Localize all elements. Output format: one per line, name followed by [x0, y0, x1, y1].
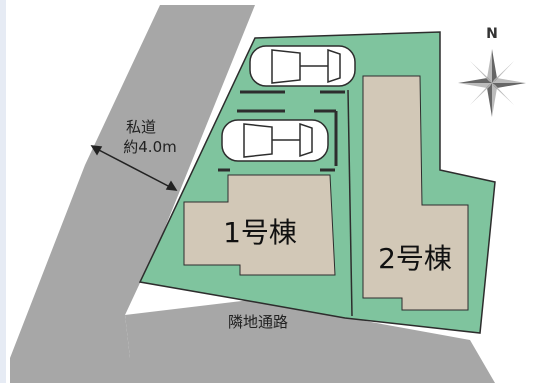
car-1 — [249, 45, 356, 87]
private-road-label: 私道 — [126, 118, 156, 136]
building-2-label: 2号棟 — [378, 242, 452, 275]
private-road-width: 約4.0m — [123, 138, 176, 156]
car-2 — [221, 119, 329, 162]
compass-icon — [458, 49, 526, 117]
private-road — [10, 5, 255, 358]
building-2 — [362, 75, 469, 311]
building-1-label: 1号棟 — [223, 216, 297, 249]
side-path — [10, 300, 495, 383]
lot-divider — [347, 89, 353, 317]
building-1 — [183, 174, 336, 276]
road-width-arrow — [90, 145, 178, 191]
north-label: N — [486, 26, 498, 42]
parking-marks — [218, 90, 345, 172]
side-path-label: 隣地通路 — [228, 313, 288, 331]
